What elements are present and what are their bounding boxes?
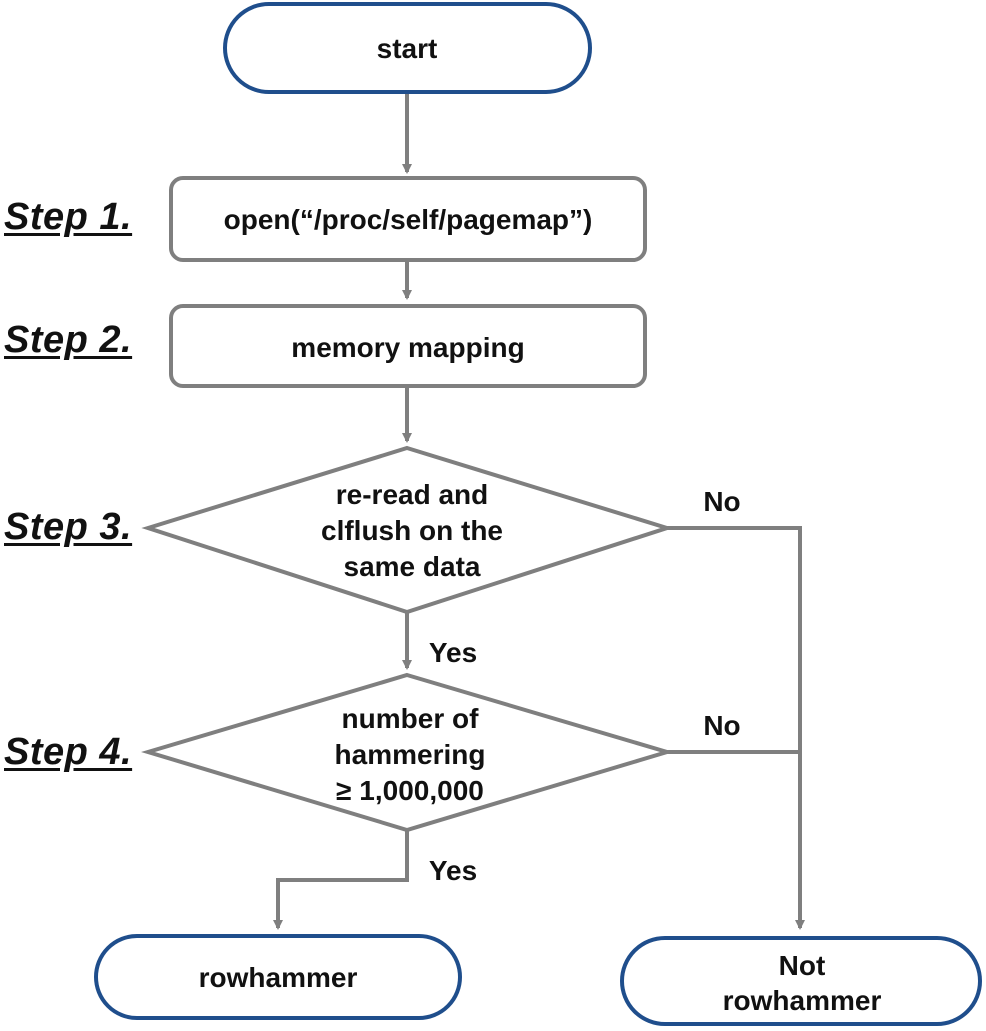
reread-clflush-decision: re-read and clflush on the same data [141,445,674,615]
yes-label-2: Yes [429,855,477,886]
yes-label-1: Yes [429,637,477,668]
decision1-line2: clflush on the [321,515,503,546]
start-label: start [377,33,438,64]
not-rowhammer-terminal: Not rowhammer [620,936,982,1026]
open-pagemap-box: open(“/proc/self/pagemap”) [169,176,647,262]
step-1-label: Step 1. [4,196,133,238]
decision1-line3: same data [344,551,481,582]
no-label-2: No [703,710,740,741]
rowhammer-label: rowhammer [199,962,358,993]
step-4-label: Step 4. [4,731,133,773]
decision2-line2: hammering [335,739,486,770]
decision2-line1: number of [342,703,480,734]
no-label-1: No [703,486,740,517]
decision2-line3: ≥ 1,000,000 [336,775,484,806]
open-pagemap-label: open(“/proc/self/pagemap”) [224,204,593,235]
rowhammer-terminal: rowhammer [94,934,462,1020]
memory-mapping-label: memory mapping [291,332,524,363]
step-3-label: Step 3. [4,506,133,548]
edge-decision1-no [667,526,805,930]
hammering-count-decision: number of hammering ≥ 1,000,000 [141,672,675,833]
step-2-label: Step 2. [4,319,133,361]
memory-mapping-box: memory mapping [169,304,647,388]
edge-decision2-yes [273,830,409,930]
connectors [273,94,805,930]
not-rowhammer-line2: rowhammer [723,985,882,1016]
not-rowhammer-line1: Not [779,950,826,981]
start-terminal: start [223,2,592,94]
decision1-line1: re-read and [336,479,489,510]
